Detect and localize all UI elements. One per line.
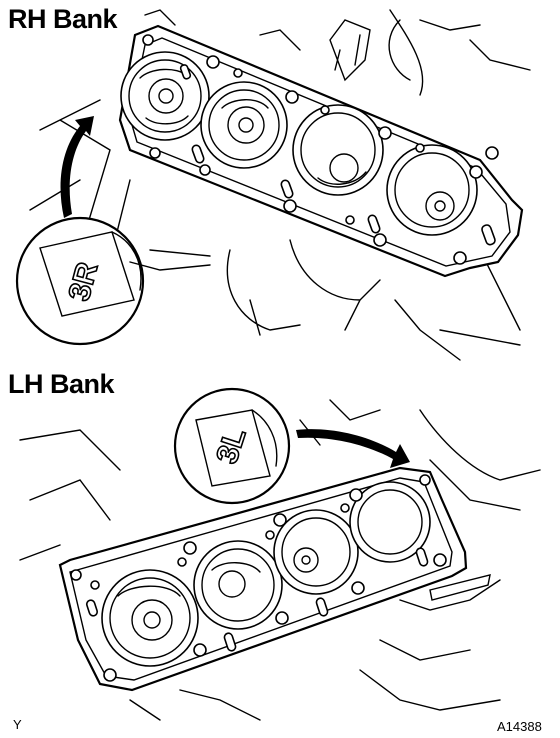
rh-cylinder-head-gasket <box>118 24 524 278</box>
lh-curved-arrow-icon <box>296 429 410 468</box>
lh-bolt-holes <box>70 474 447 682</box>
rh-curved-arrow-icon <box>60 116 94 218</box>
lh-bank-heading: LH Bank <box>8 369 115 399</box>
lh-cylinder-head-gasket <box>58 466 468 692</box>
rh-bolt-holes <box>142 34 499 265</box>
figure-code: A14388 <box>497 719 542 734</box>
rh-stamp-callout: 3R <box>15 216 211 346</box>
corner-code: Y <box>13 717 22 732</box>
rh-bank-heading: RH Bank <box>8 4 118 34</box>
rh-engine-background <box>29 9 531 361</box>
lh-stamp-callout: 3L <box>173 387 291 505</box>
